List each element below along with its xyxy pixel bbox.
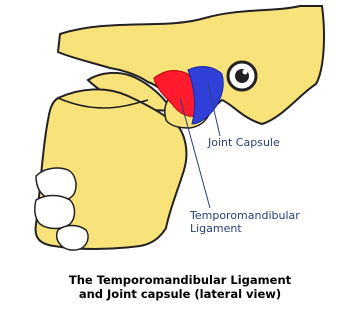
- figure-caption: The Temporomandibular Ligament and Joint…: [0, 273, 360, 301]
- ear-canal-highlight: [243, 70, 248, 75]
- external-ear-canal: [228, 62, 256, 90]
- caption-line1: The Temporomandibular Ligament: [0, 273, 360, 287]
- joint-capsule-label: Joint Capsule: [208, 136, 280, 149]
- ligament-label-line2: Ligament: [190, 222, 300, 235]
- temporomandibular-ligament-label: Temporomandibular Ligament: [190, 209, 300, 235]
- caption-line2: and Joint capsule (lateral view): [0, 287, 360, 301]
- molar-tooth: [35, 196, 75, 229]
- molar-tooth: [57, 226, 88, 251]
- ligament-label-line1: Temporomandibular: [190, 209, 300, 222]
